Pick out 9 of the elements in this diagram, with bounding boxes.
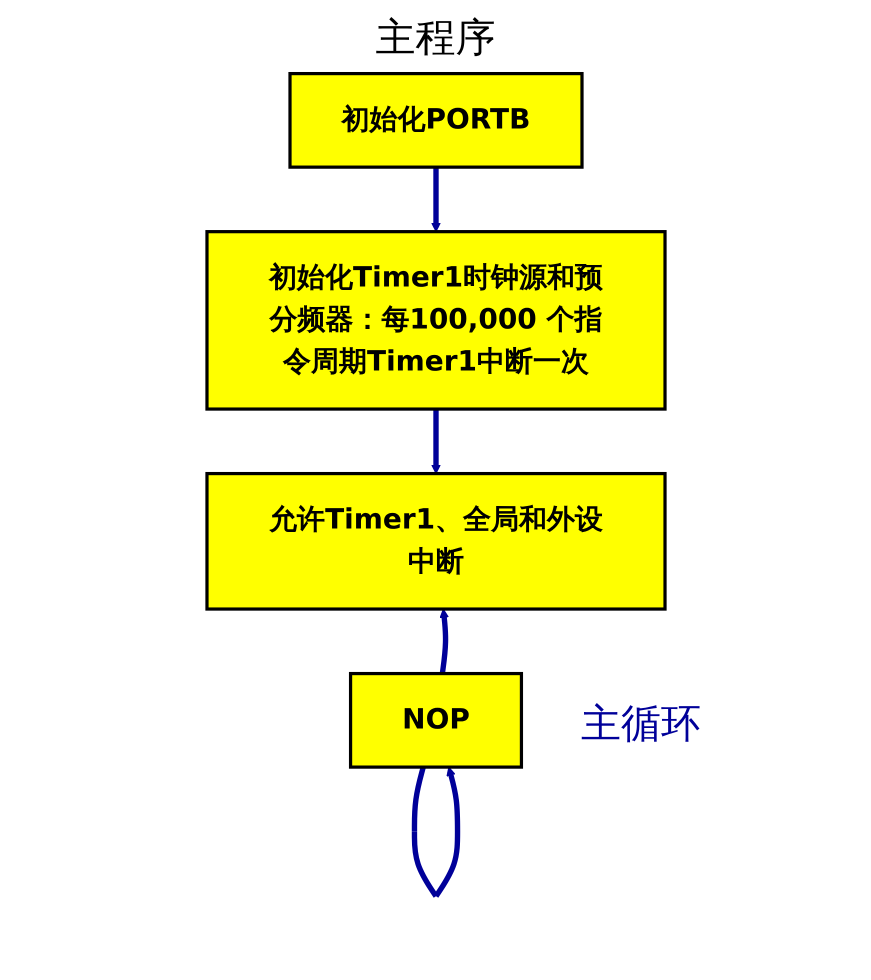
- node-box: NOP: [348, 672, 523, 769]
- arrow: [430, 167, 440, 232]
- arrow: [439, 608, 448, 674]
- arrow: [430, 409, 440, 474]
- node-box: 允许Timer1、全局和外设中断: [204, 472, 666, 611]
- diagram-title: 主程序: [374, 14, 496, 63]
- node-box: 初始化Timer1时钟源和预分频器：每100,000 个指令周期Timer1中断一次: [204, 230, 666, 411]
- loop-label: 主循环: [580, 700, 701, 750]
- node-box: 初始化PORTB: [288, 72, 584, 169]
